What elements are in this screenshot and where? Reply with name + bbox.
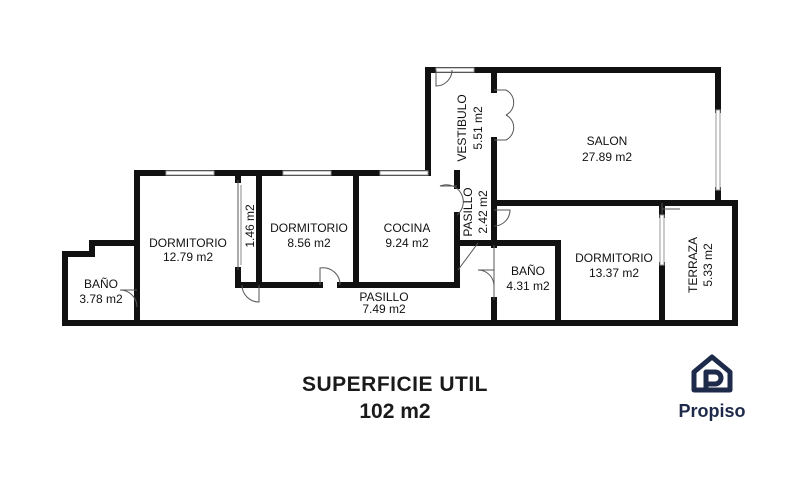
walls	[62, 67, 738, 326]
room-name-bano-1: BAÑO	[84, 277, 118, 291]
window-cocina	[379, 170, 429, 176]
room-name-vestibulo: VESTIBULO	[455, 94, 469, 161]
house-p-logo-icon	[691, 354, 733, 393]
room-name-dormitorio-3: DORMITORIO	[575, 251, 653, 265]
room-area-dormitorio-2: 8.56 m2	[287, 236, 331, 250]
room-name-cocina: COCINA	[384, 221, 431, 235]
summary-title: SUPERFICIE UTIL	[301, 373, 488, 396]
window-dorm2	[282, 170, 332, 176]
room-area-terraza: 5.33 m2	[701, 243, 715, 287]
room-area-salon: 27.89 m2	[582, 150, 632, 164]
window-salon	[715, 109, 721, 191]
windows	[165, 67, 721, 266]
room-area-bano-2: 4.31 m2	[506, 279, 550, 293]
room-name-terraza: TERRAZA	[686, 237, 700, 293]
window-dorm1	[165, 170, 215, 176]
room-area-closet: 1.46 m2	[243, 204, 257, 248]
room-name-dormitorio-1: DORMITORIO	[149, 236, 227, 250]
room-name-pasillo-main: PASILLO	[359, 290, 408, 304]
room-name-dormitorio-2: DORMITORIO	[270, 221, 348, 235]
doors	[119, 69, 680, 308]
window-top	[435, 67, 475, 73]
surface-summary: SUPERFICIE UTIL 102 m2	[250, 372, 540, 426]
room-name-salon: SALON	[587, 134, 628, 148]
summary-value: 102 m2	[359, 400, 431, 423]
room-area-pasillo-main: 7.49 m2	[362, 302, 406, 316]
room-area-pasillo-small: 2.42 m2	[476, 190, 490, 234]
room-area-cocina: 9.24 m2	[385, 236, 429, 250]
room-name-bano-2: BAÑO	[511, 264, 545, 278]
brand-logo: Propiso	[664, 352, 760, 422]
room-area-vestibulo: 5.51 m2	[471, 106, 485, 150]
room-name-pasillo-small: PASILLO	[461, 187, 475, 236]
room-area-bano-1: 3.78 m2	[79, 292, 123, 306]
room-area-dormitorio-1: 12.79 m2	[163, 250, 213, 264]
brand-name: Propiso	[678, 401, 746, 421]
window-terraza	[659, 214, 665, 266]
room-area-dormitorio-3: 13.37 m2	[589, 266, 639, 280]
